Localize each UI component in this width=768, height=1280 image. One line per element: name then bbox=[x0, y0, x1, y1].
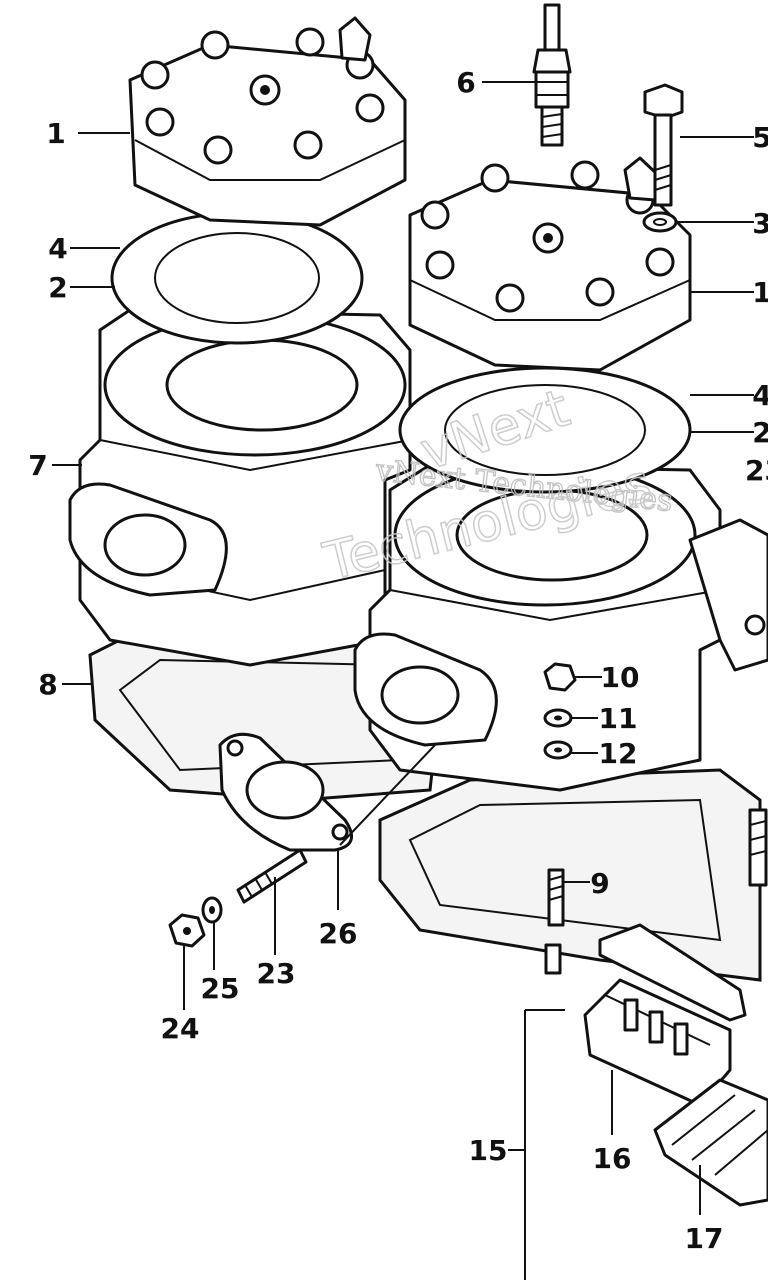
washer-25 bbox=[201, 896, 223, 924]
callout-15: 15 bbox=[469, 1134, 508, 1167]
callout-26: 26 bbox=[319, 917, 358, 950]
callout-16: 16 bbox=[593, 1142, 632, 1175]
callout-6: 6 bbox=[456, 66, 475, 99]
head-bolt bbox=[643, 83, 684, 207]
intake-flange-right bbox=[353, 632, 498, 747]
intake-flange-left bbox=[68, 482, 228, 597]
callout-3: 3 bbox=[752, 207, 768, 240]
callout-1-right: 1 bbox=[752, 276, 768, 309]
cylinder-left bbox=[78, 308, 412, 667]
callout-4-left: 4 bbox=[48, 232, 67, 265]
callout-11: 11 bbox=[599, 702, 638, 735]
washer-12 bbox=[543, 740, 573, 760]
callout-23-bottom: 23 bbox=[257, 957, 296, 990]
cylinder-head-left bbox=[128, 16, 407, 227]
reed-gasket bbox=[598, 923, 747, 1022]
callout-7: 7 bbox=[28, 449, 47, 482]
callout-9: 9 bbox=[590, 867, 609, 900]
reed-valve-16 bbox=[583, 978, 732, 1107]
callout-12: 12 bbox=[599, 737, 638, 770]
callout-17: 17 bbox=[685, 1222, 724, 1255]
callout-25: 25 bbox=[201, 972, 240, 1005]
callout-5: 5 bbox=[752, 121, 768, 154]
nut-24 bbox=[168, 913, 206, 948]
leader-lines bbox=[52, 81, 754, 1280]
reed-spacer-17 bbox=[653, 1078, 768, 1207]
callout-labels: 1 2 3 4 5 6 7 8 1 4 2 23 10 11 12 9 26 2… bbox=[28, 66, 768, 1255]
callout-2-left: 2 bbox=[48, 271, 67, 304]
callout-1-left: 1 bbox=[46, 117, 65, 150]
stud-9 bbox=[544, 868, 565, 975]
callout-10: 10 bbox=[601, 661, 640, 694]
spark-plug bbox=[532, 3, 572, 147]
callout-24: 24 bbox=[161, 1012, 200, 1045]
flange-gasket-26 bbox=[218, 732, 354, 852]
callout-23-right: 23 bbox=[745, 454, 768, 487]
stud-23 bbox=[236, 848, 308, 904]
callout-8: 8 bbox=[38, 668, 57, 701]
head-gasket-left bbox=[110, 211, 364, 345]
washer-11 bbox=[543, 708, 573, 728]
cylinder-head-right bbox=[408, 156, 692, 372]
washer-3 bbox=[642, 211, 678, 233]
stud-right-edge bbox=[748, 808, 768, 887]
base-gasket-right bbox=[378, 768, 762, 982]
bracket-right bbox=[688, 518, 768, 672]
callout-4-right: 4 bbox=[752, 379, 768, 412]
callout-2-right: 2 bbox=[752, 416, 768, 449]
nut-10 bbox=[543, 662, 577, 692]
